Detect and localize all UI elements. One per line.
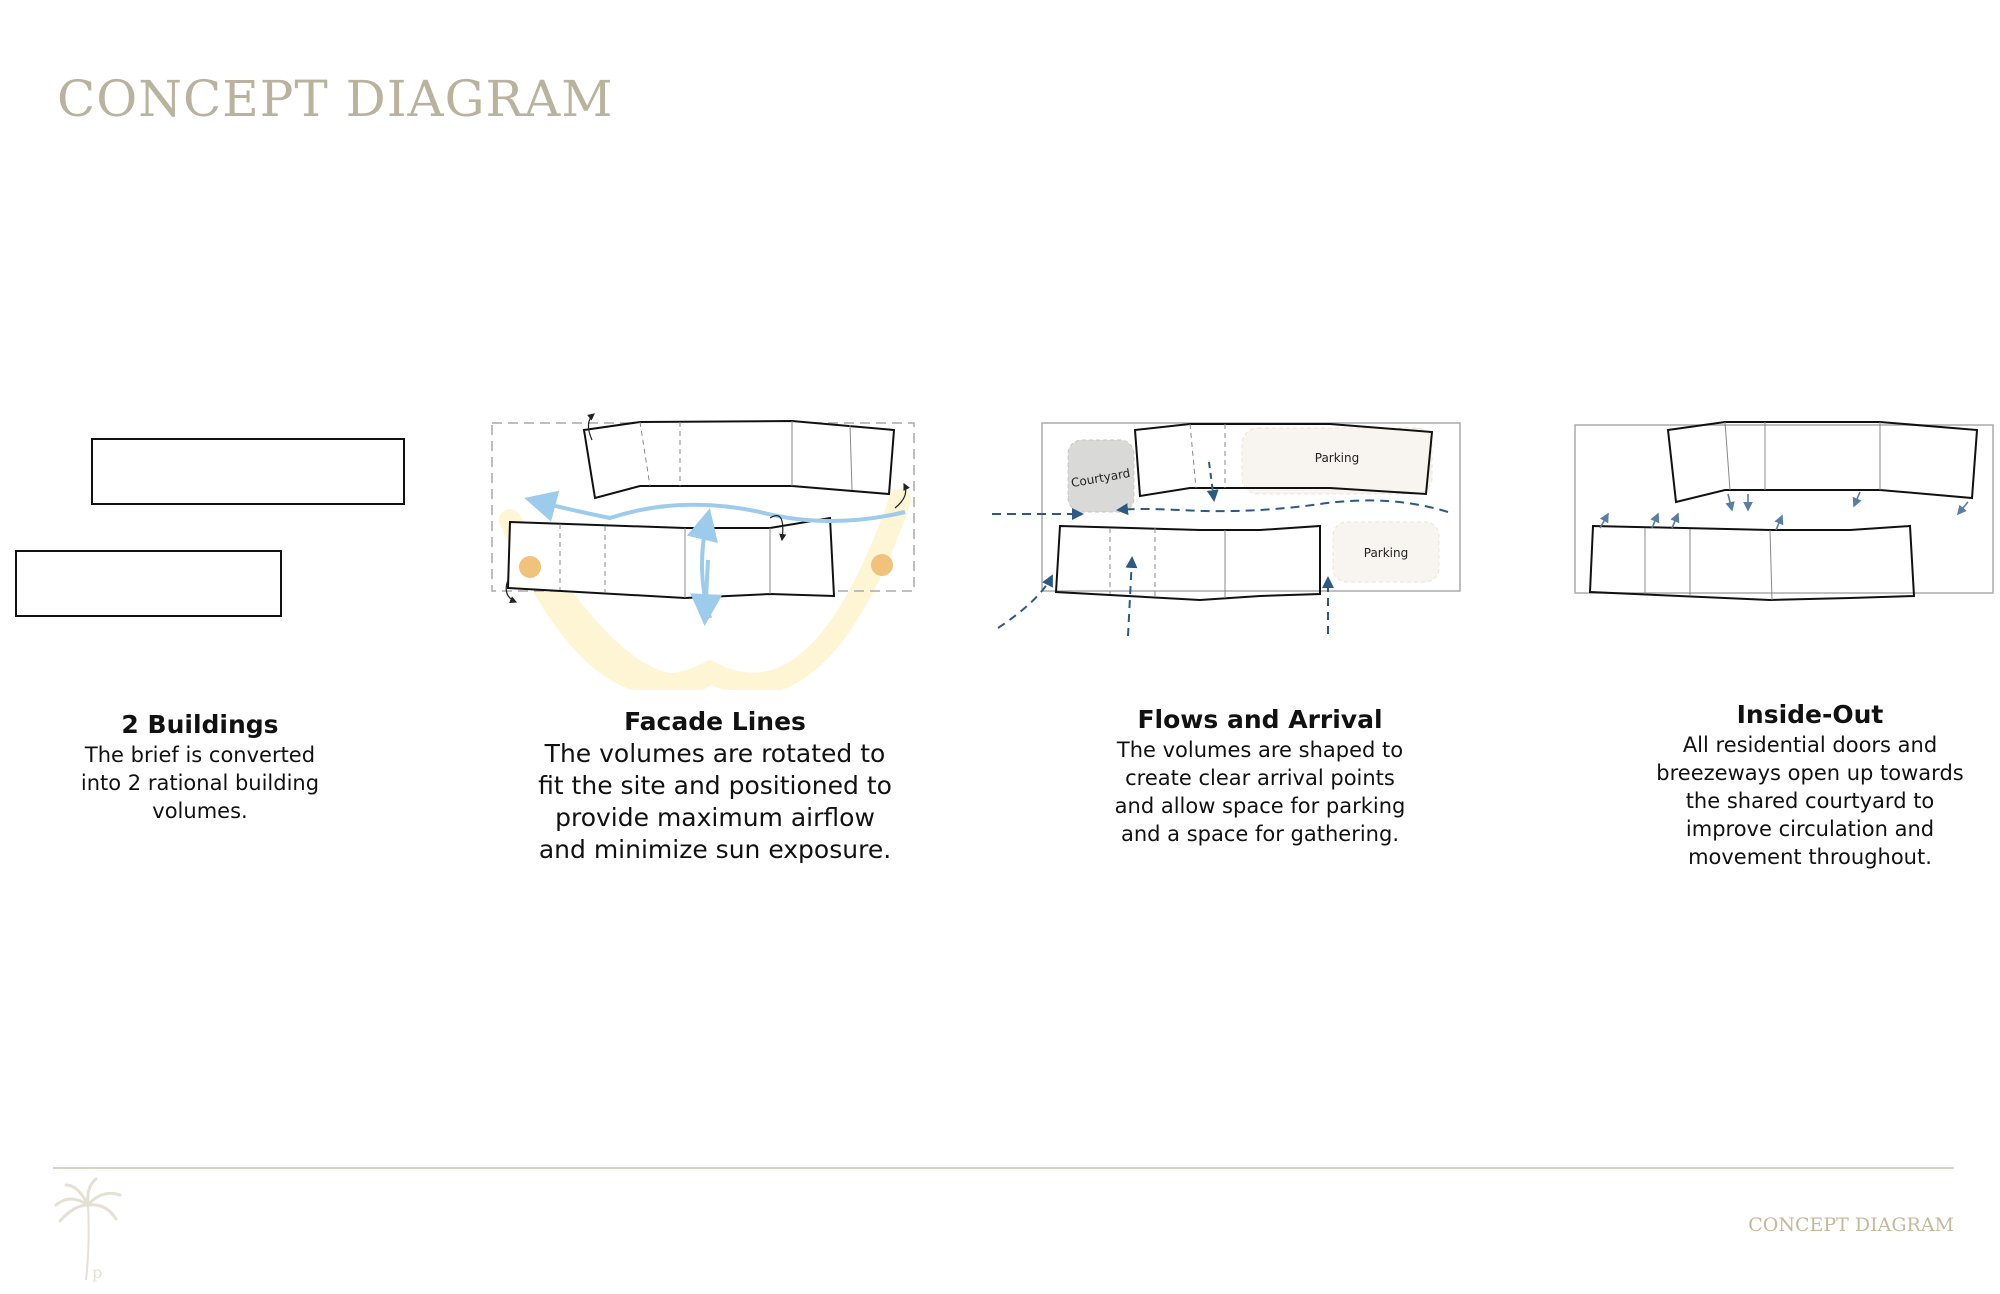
caption-facade-lines: Facade Lines The volumes are rotated to … [515,707,915,866]
building-volume-top [91,438,405,505]
building-volume-bottom [506,516,836,600]
building-volume-bottom [15,550,282,617]
panel-description: All residential doors and breezeways ope… [1656,733,1964,869]
panel-title: Facade Lines [624,707,806,736]
airflow-arrow-horizontal [524,490,906,523]
diagram-inside-out [1574,421,1994,602]
arrival-flow-down [1206,461,1219,502]
panel-title: Inside-Out [1736,700,1884,729]
building-volume-top [1133,423,1434,498]
sun-position-left [519,556,541,578]
panel-title: Flows and Arrival [1137,705,1383,734]
arrival-flow-wave [1116,499,1449,516]
site-boundary [1574,424,1994,594]
sun-position-right [871,554,893,576]
building-volume-bottom [1054,524,1321,602]
parking-zone-top [1241,427,1433,495]
building-volume-bottom [1588,524,1916,602]
palm-tree-logo-icon: p [54,1177,122,1282]
caption-inside-out: Inside-Out All residential doors and bre… [1620,700,2000,871]
sun-path-arc [499,489,911,690]
parking-label-top: Parking [1315,451,1360,465]
panel-title: 2 Buildings [121,710,279,739]
footer-divider [53,1167,1954,1169]
caption-two-buildings: 2 Buildings The brief is converted into … [40,710,360,825]
arrival-flow-diagonal [997,574,1053,629]
panel-description: The volumes are rotated to fit the site … [538,739,892,864]
courtyard-zone [1067,439,1135,513]
parking-label-bottom: Parking [1364,546,1409,560]
panel-description: The volumes are shaped to create clear a… [1114,738,1406,846]
building-volume-top [582,419,896,500]
building-volume-top [1666,421,1979,504]
footer-title: CONCEPT DIAGRAM [1748,1214,1954,1236]
page-title: CONCEPT DIAGRAM [57,70,614,128]
diagram-two-buildings [15,438,405,617]
parking-zone-bottom [1332,521,1440,583]
diagram-flows-arrival: Courtyard Parking Parking [992,422,1461,637]
caption-flows-arrival: Flows and Arrival The volumes are shaped… [1080,705,1440,848]
panel-description: The brief is converted into 2 rational b… [80,743,320,823]
diagram-facade-lines [491,413,915,690]
logo-letter: p [92,1263,102,1282]
